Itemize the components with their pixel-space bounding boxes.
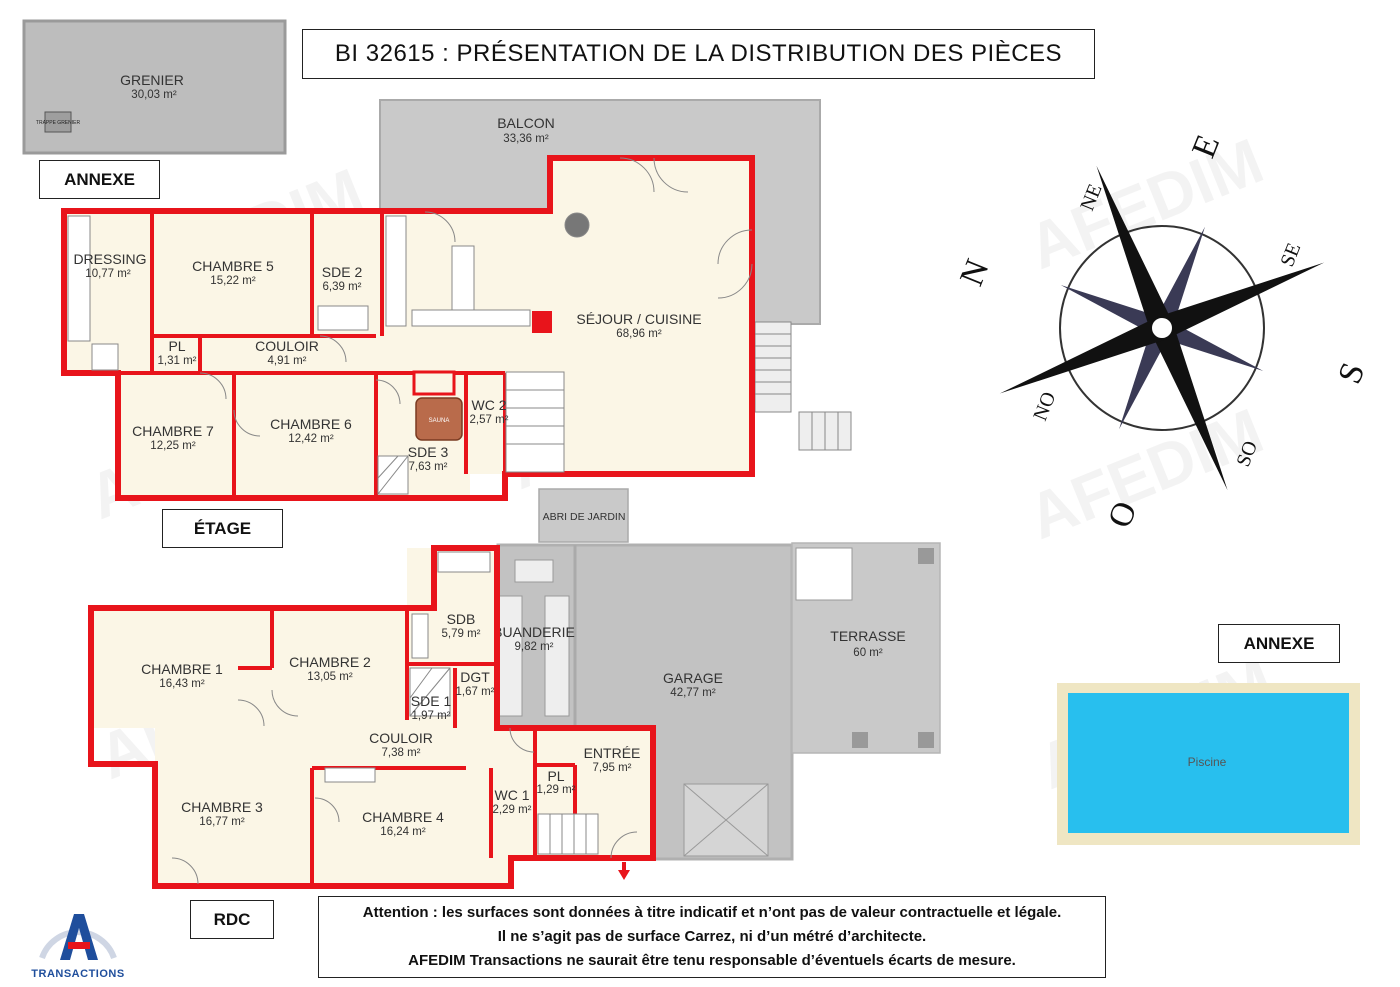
terrasse-name: TERRASSE bbox=[830, 628, 905, 644]
disclaimer-line-1: Attention : les surfaces sont données à … bbox=[362, 904, 1062, 921]
abri-name: ABRI DE JARDIN bbox=[543, 511, 626, 523]
couloir-etage-area: 4,91 m² bbox=[268, 355, 307, 367]
grenier-room: TRAPPE GRENIER GRENIER 30,03 m² bbox=[22, 19, 287, 155]
sdb-name: SDB bbox=[447, 611, 476, 627]
sde3-area: 7,63 m² bbox=[409, 461, 448, 473]
chambre4-name: CHAMBRE 4 bbox=[362, 809, 444, 825]
balcon-name: BALCON bbox=[497, 115, 555, 131]
compass-n: N bbox=[953, 254, 997, 291]
piscine: Piscine bbox=[1057, 683, 1360, 845]
etage-label: ÉTAGE bbox=[162, 509, 283, 548]
couloir-etage-name: COULOIR bbox=[255, 338, 319, 354]
buanderie-name: BUANDERIE bbox=[493, 624, 575, 640]
logo-text: TRANSACTIONS bbox=[31, 968, 125, 980]
couloir-rdc-name: COULOIR bbox=[369, 730, 433, 746]
rdc-floor bbox=[91, 548, 653, 886]
sde1-area: 1,97 m² bbox=[412, 710, 451, 722]
sejour-area: 68,96 m² bbox=[616, 328, 662, 340]
entrance-arrow-icon bbox=[618, 862, 630, 880]
garage-name: GARAGE bbox=[663, 670, 723, 686]
chambre6-name: CHAMBRE 6 bbox=[270, 416, 352, 432]
page-title: BI 32615 : PRÉSENTATION DE LA DISTRIBUTI… bbox=[302, 29, 1095, 79]
post bbox=[532, 311, 552, 333]
garage-area: GARAGE 42,77 m² BUANDERIE 9,82 m² bbox=[493, 543, 794, 861]
watermark: AFEDIM bbox=[1018, 394, 1272, 553]
pl-etage-area: 1,31 m² bbox=[158, 355, 197, 367]
abri-room: ABRI DE JARDIN bbox=[538, 488, 629, 543]
annexe-top-label: ANNEXE bbox=[39, 160, 160, 199]
grenier-name: GRENIER bbox=[120, 72, 184, 88]
outdoor-stairs bbox=[754, 321, 852, 451]
sauna-label: SAUNA bbox=[429, 418, 450, 424]
rdc-room-labels: SDB 5,79 m² CHAMBRE 1 16,43 m² CHAMBRE 2… bbox=[141, 611, 640, 838]
watermark: AFEDIM bbox=[1018, 124, 1272, 283]
wc1-name: WC 1 bbox=[495, 787, 530, 803]
chambre5-name: CHAMBRE 5 bbox=[192, 258, 274, 274]
chambre2-name: CHAMBRE 2 bbox=[289, 654, 371, 670]
chambre7-name: CHAMBRE 7 bbox=[132, 423, 214, 439]
chambre4-area: 16,24 m² bbox=[380, 826, 426, 838]
garage-area: 42,77 m² bbox=[670, 687, 716, 699]
chambre1-area: 16,43 m² bbox=[159, 678, 205, 690]
wc1-area: 2,29 m² bbox=[493, 804, 532, 816]
chambre6-area: 12,42 m² bbox=[288, 433, 334, 445]
chambre3-area: 16,77 m² bbox=[199, 816, 245, 828]
balcon-area: 33,36 m² bbox=[503, 133, 549, 145]
terrasse-area: 60 m² bbox=[853, 647, 883, 659]
sejour-name: SÉJOUR / CUISINE bbox=[576, 311, 701, 327]
sdb-area: 5,79 m² bbox=[442, 628, 481, 640]
etage-floor bbox=[64, 158, 752, 498]
compass-no: NO bbox=[1029, 389, 1060, 424]
compass-se: SE bbox=[1276, 240, 1305, 270]
annexe-right-label: ANNEXE bbox=[1218, 624, 1340, 663]
etage-details bbox=[67, 157, 753, 495]
dgt-name: DGT bbox=[460, 669, 490, 685]
rdc-walls bbox=[88, 545, 656, 889]
sde1-name: SDE 1 bbox=[411, 693, 452, 709]
wc2-name: WC 2 bbox=[472, 397, 507, 413]
dgt-area: 1,67 m² bbox=[456, 686, 495, 698]
chambre3-name: CHAMBRE 3 bbox=[181, 799, 263, 815]
pl-rdc-area: 1,29 m² bbox=[537, 784, 576, 796]
afedim-logo: TRANSACTIONS bbox=[28, 898, 128, 984]
etage-room-labels: DRESSING 10,77 m² CHAMBRE 5 15,22 m² SDE… bbox=[73, 251, 701, 473]
compass-rose bbox=[999, 165, 1325, 491]
trappe-label: TRAPPE GRENIER bbox=[36, 120, 81, 126]
chambre5-area: 15,22 m² bbox=[210, 275, 256, 287]
chambre2-area: 13,05 m² bbox=[307, 671, 353, 683]
post bbox=[412, 370, 456, 396]
chambre7-area: 12,25 m² bbox=[150, 440, 196, 452]
pl-etage-name: PL bbox=[168, 338, 185, 354]
buanderie-area: 9,82 m² bbox=[515, 641, 554, 653]
disclaimer-line-3: AFEDIM Transactions ne saurait être tenu… bbox=[408, 952, 1016, 969]
rdc-inner-walls bbox=[238, 608, 577, 886]
disclaimer-line-2: Il ne s’agit pas de surface Carrez, ni d… bbox=[497, 928, 927, 945]
entree-area: 7,95 m² bbox=[593, 762, 632, 774]
sde3-name: SDE 3 bbox=[408, 444, 449, 460]
rdc-label: RDC bbox=[190, 900, 274, 939]
piscine-name: Piscine bbox=[1188, 755, 1227, 769]
etage-walls bbox=[61, 155, 755, 501]
wc2-area: 2,57 m² bbox=[470, 414, 509, 426]
rdc-details bbox=[171, 551, 638, 885]
dressing-name: DRESSING bbox=[73, 251, 146, 267]
entree-name: ENTRÉE bbox=[584, 745, 641, 761]
sauna-block bbox=[415, 397, 463, 441]
pl-rdc-name: PL bbox=[547, 768, 564, 784]
couloir-rdc-area: 7,38 m² bbox=[382, 747, 421, 759]
logo-mark-icon bbox=[39, 914, 117, 960]
disclaimer-box: Attention : les surfaces sont données à … bbox=[318, 896, 1106, 978]
terrasse-area: TERRASSE 60 m² bbox=[791, 542, 941, 754]
dressing-area: 10,77 m² bbox=[85, 268, 131, 280]
sde2-area: 6,39 m² bbox=[323, 281, 362, 293]
sde2-name: SDE 2 bbox=[322, 264, 363, 280]
grenier-area: 30,03 m² bbox=[131, 89, 177, 101]
chambre1-name: CHAMBRE 1 bbox=[141, 661, 223, 677]
compass-s: S bbox=[1331, 358, 1372, 389]
